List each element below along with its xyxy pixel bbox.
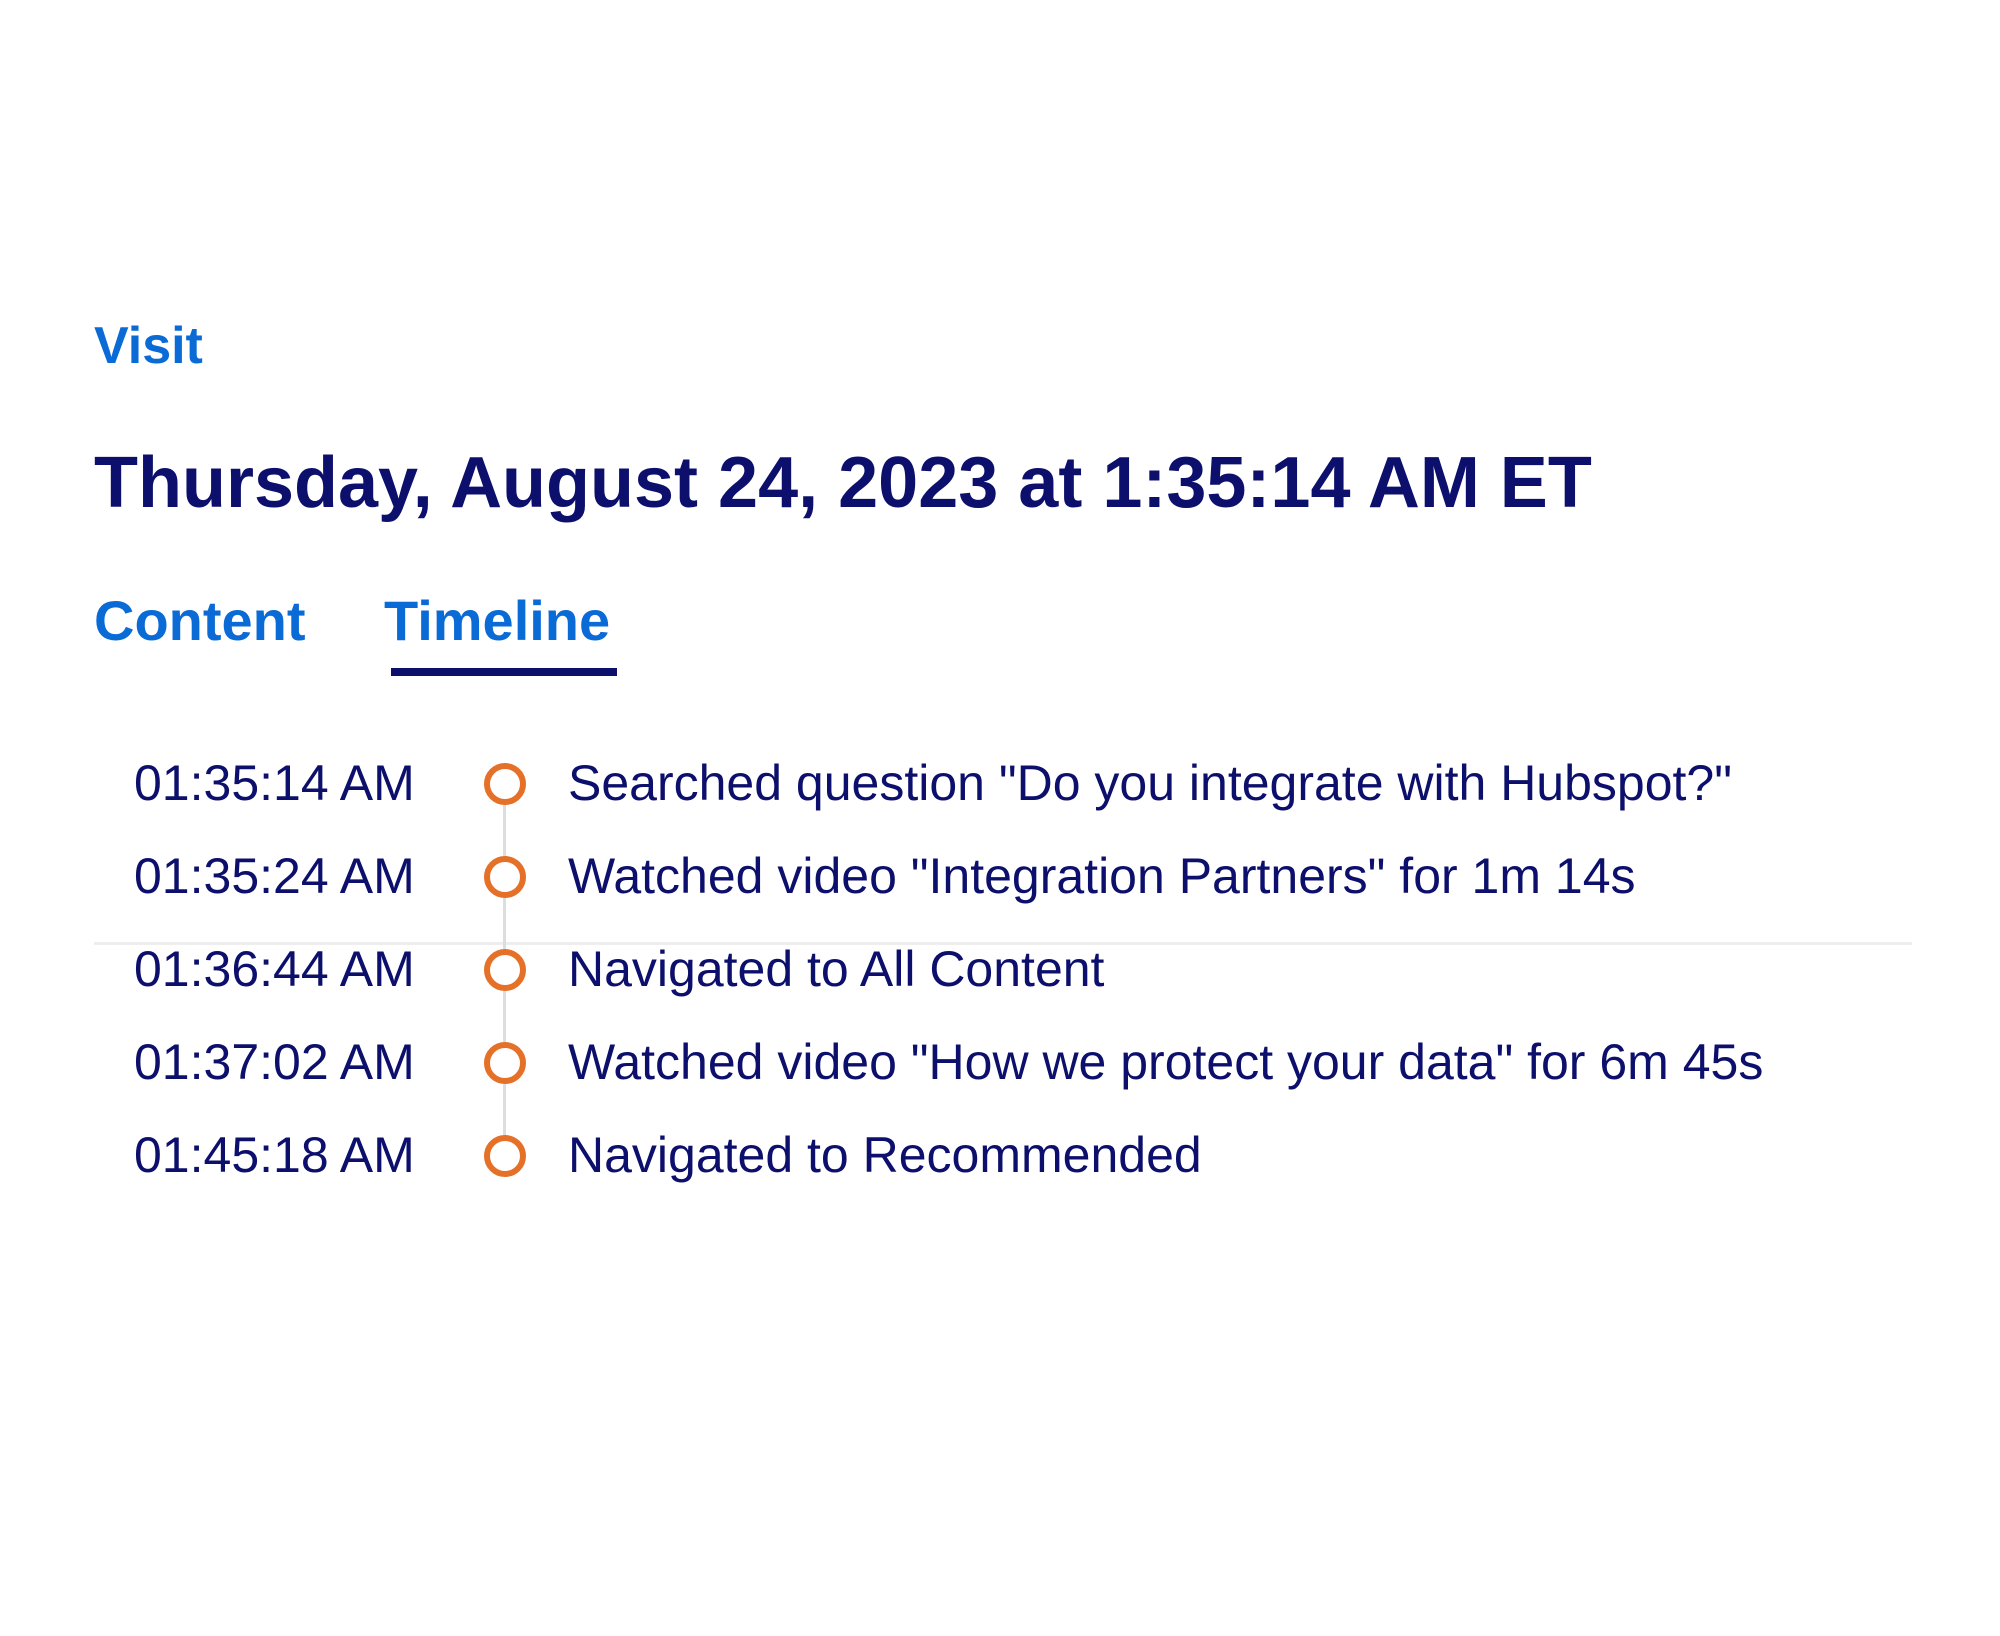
timeline-time: 01:37:02 AM [134, 1034, 415, 1090]
timeline-time: 01:45:18 AM [134, 1127, 415, 1183]
page-title: Thursday, August 24, 2023 at 1:35:14 AM … [94, 443, 1592, 523]
timeline-item: 01:35:14 AM Searched question "Do you in… [94, 748, 1912, 818]
active-tab-indicator [391, 668, 617, 676]
timeline-dot-icon [484, 1135, 526, 1177]
timeline-item: 01:36:44 AM Navigated to All Content [94, 934, 1912, 1004]
timeline-item: 01:37:02 AM Watched video "How we protec… [94, 1027, 1912, 1097]
timeline-item: 01:35:24 AM Watched video "Integration P… [94, 841, 1912, 911]
timeline-dot-icon [484, 949, 526, 991]
timeline-time: 01:35:24 AM [134, 848, 415, 904]
tabs-divider [94, 942, 1912, 945]
tab-content[interactable]: Content [94, 589, 306, 652]
timeline-description: Navigated to All Content [568, 941, 1105, 997]
timeline-dot-icon [484, 1042, 526, 1084]
timeline-description: Watched video "Integration Partners" for… [568, 848, 1636, 904]
tab-timeline[interactable]: Timeline [384, 589, 611, 652]
timeline-time: 01:35:14 AM [134, 755, 415, 811]
timeline-description: Watched video "How we protect your data"… [568, 1034, 1764, 1090]
timeline-item: 01:45:18 AM Navigated to Recommended [94, 1120, 1912, 1190]
timeline-dot-icon [484, 763, 526, 805]
section-label: Visit [94, 317, 203, 375]
timeline-dot-icon [484, 856, 526, 898]
timeline-description: Searched question "Do you integrate with… [568, 755, 1732, 811]
timeline-description: Navigated to Recommended [568, 1127, 1202, 1183]
tab-bar: Content Timeline [94, 586, 1912, 945]
timeline-time: 01:36:44 AM [134, 941, 415, 997]
